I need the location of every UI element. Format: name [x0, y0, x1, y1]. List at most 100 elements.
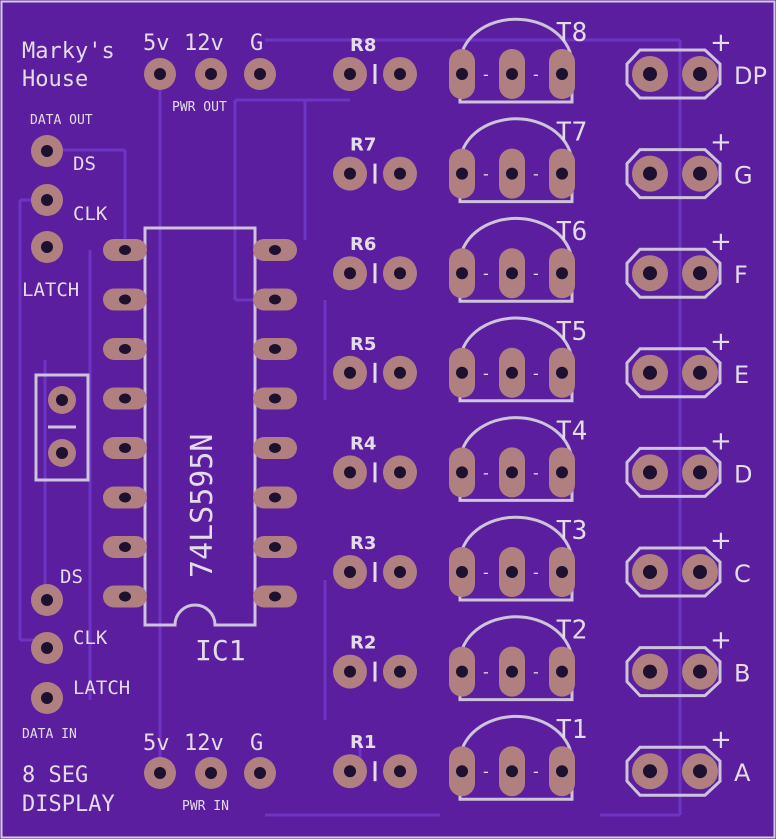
segment-header-pad[interactable]	[632, 653, 668, 690]
driver-row: R4--T4+D	[333, 416, 752, 502]
transistor-pad[interactable]	[549, 49, 575, 99]
transistor-pad[interactable]	[449, 646, 475, 697]
resistor-pad[interactable]	[333, 555, 367, 589]
power-out-label-12v: 12v	[184, 31, 224, 56]
power-out-pad[interactable]	[144, 58, 176, 90]
ic1-pin-pad[interactable]	[253, 585, 297, 608]
resistor-pad[interactable]	[383, 57, 417, 91]
data-out-ds-pad[interactable]	[31, 135, 63, 167]
ic1-pin-pad[interactable]	[253, 486, 297, 509]
data-in-latch-pad[interactable]	[31, 682, 63, 714]
driver-row: R7--T7+G	[333, 117, 753, 204]
transistor-pad[interactable]	[449, 347, 475, 398]
transistor-pad[interactable]	[549, 447, 575, 498]
power-in-pad[interactable]	[195, 757, 227, 789]
jumper-pad[interactable]	[48, 439, 76, 467]
resistor-pad[interactable]	[333, 57, 367, 91]
ic1-pin-pad[interactable]	[103, 486, 147, 509]
plus-mark: +	[710, 426, 732, 456]
segment-header-pad[interactable]	[682, 155, 718, 192]
segment-header-pad[interactable]	[682, 354, 718, 391]
power-out-pad[interactable]	[195, 58, 227, 90]
ic1-pin-pad[interactable]	[253, 387, 297, 410]
transistor-pad[interactable]	[449, 248, 475, 299]
resistor-pad[interactable]	[333, 654, 367, 689]
ic1-pin-pad[interactable]	[103, 437, 147, 459]
data-in-ds-pad[interactable]	[31, 584, 63, 616]
transistor-pad[interactable]	[449, 148, 475, 199]
data-out-clk-pad[interactable]	[31, 184, 63, 216]
transistor-pad[interactable]	[499, 49, 525, 99]
transistor-pad[interactable]	[549, 746, 575, 797]
resistor-label: R5	[350, 334, 376, 355]
segment-header-pad[interactable]	[682, 653, 718, 690]
transistor-pad[interactable]	[499, 347, 525, 398]
segment-header-pad[interactable]	[632, 354, 668, 391]
transistor-pad[interactable]	[549, 248, 575, 299]
ic1-pin-pad[interactable]	[103, 585, 147, 608]
segment-header-pad[interactable]	[632, 255, 668, 292]
power-in-pad[interactable]	[144, 757, 176, 789]
transistor-pad[interactable]	[549, 148, 575, 199]
resistor-pad[interactable]	[383, 355, 417, 390]
ic1-chip: 74LS595N IC1	[103, 226, 297, 667]
transistor-pad[interactable]	[449, 746, 475, 797]
segment-header-pad[interactable]	[682, 554, 718, 590]
ic1-pin-pad[interactable]	[103, 387, 147, 410]
transistor-label: T8	[556, 18, 587, 48]
ic1-designator: IC1	[195, 634, 246, 667]
transistor-pad[interactable]	[499, 646, 525, 697]
transistor-dash-mark: -	[533, 264, 539, 283]
resistor-pad[interactable]	[333, 256, 367, 291]
segment-header-pad[interactable]	[632, 753, 668, 790]
ic1-part-number: 74LS595N	[185, 434, 220, 579]
transistor-pad[interactable]	[499, 746, 525, 797]
ic1-pin-pad[interactable]	[103, 288, 147, 311]
resistor-pad[interactable]	[333, 156, 367, 191]
ic1-pin-pad[interactable]	[103, 338, 147, 360]
segment-header-pad[interactable]	[682, 255, 718, 292]
ic1-pin-pad[interactable]	[253, 437, 297, 459]
segment-header-pad[interactable]	[632, 56, 668, 92]
transistor-pad[interactable]	[549, 347, 575, 398]
resistor-pad[interactable]	[383, 754, 417, 789]
resistor-pad[interactable]	[333, 754, 367, 789]
transistor-pad[interactable]	[449, 447, 475, 498]
ic1-pin-pad[interactable]	[253, 288, 297, 311]
data-in-clk-pad[interactable]	[31, 632, 63, 664]
ic1-pin-pad[interactable]	[103, 536, 147, 558]
transistor-pad[interactable]	[499, 447, 525, 498]
segment-header-pad[interactable]	[632, 155, 668, 192]
resistor-pad[interactable]	[383, 654, 417, 689]
transistor-pad[interactable]	[449, 49, 475, 99]
resistor-pad[interactable]	[333, 455, 367, 490]
board-title-line1: Marky's	[22, 39, 115, 64]
resistor-pad[interactable]	[333, 355, 367, 390]
resistor-pad[interactable]	[383, 555, 417, 589]
plus-mark: +	[710, 526, 732, 556]
ic1-pin-pad[interactable]	[253, 338, 297, 360]
power-out-pad[interactable]	[244, 58, 276, 90]
segment-header-pad[interactable]	[632, 454, 668, 491]
data-out-latch-pad[interactable]	[31, 231, 63, 263]
transistor-pad[interactable]	[449, 547, 475, 597]
segment-header-pad[interactable]	[682, 454, 718, 491]
power-in-pad[interactable]	[244, 757, 276, 789]
ic1-pin-pad[interactable]	[253, 536, 297, 558]
resistor-pad[interactable]	[383, 256, 417, 291]
transistor-pad[interactable]	[549, 547, 575, 597]
segment-header-pad[interactable]	[632, 554, 668, 590]
ic1-pin-pad[interactable]	[253, 239, 297, 261]
resistor-pad[interactable]	[383, 156, 417, 191]
segment-label: A	[734, 759, 751, 787]
transistor-pad[interactable]	[499, 547, 525, 597]
ic1-pin-pad[interactable]	[103, 239, 147, 261]
segment-header-pad[interactable]	[682, 753, 718, 790]
transistor-pad[interactable]	[499, 148, 525, 199]
transistor-pad[interactable]	[549, 646, 575, 697]
jumper-pad[interactable]	[48, 386, 76, 414]
data-out-caption: DATA OUT	[30, 113, 93, 128]
resistor-pad[interactable]	[383, 455, 417, 490]
transistor-pad[interactable]	[499, 248, 525, 299]
segment-header-pad[interactable]	[682, 56, 718, 92]
